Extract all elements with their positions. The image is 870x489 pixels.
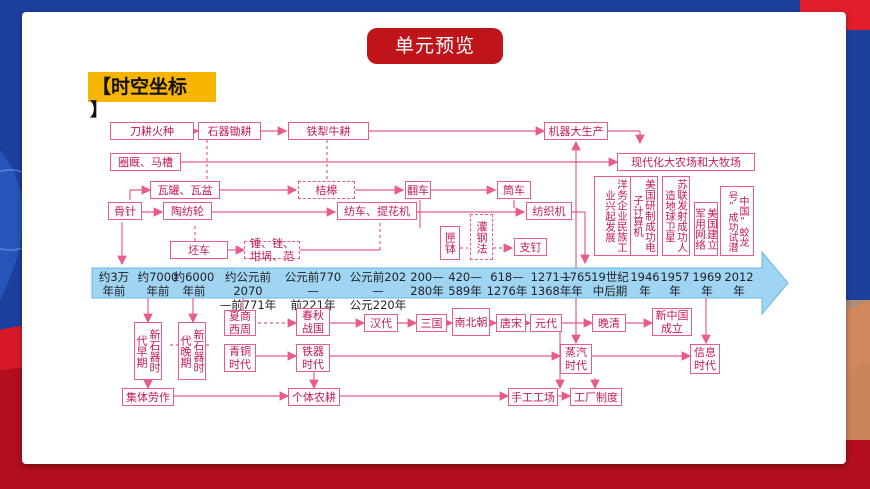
box-jiaolong: 中国“蛟龙号”成功试潜 [720, 186, 754, 256]
box-factory: 工厂制度 [570, 388, 622, 406]
box-neolithic-late: 新石器时代晚期 [178, 322, 206, 380]
box-steam-age: 蒸汽时代 [560, 344, 592, 374]
box-machine-production: 机器大生产 [544, 122, 608, 140]
box-pens: 圈厩、马槽 [110, 153, 181, 171]
timeline-label: 420—589年 [448, 270, 482, 298]
box-shaduf: 桔槔 [298, 181, 355, 199]
box-pottery: 瓦罐、瓦盆 [150, 181, 220, 199]
box-casting: 锤、锉、坩埚、范 [244, 237, 300, 263]
box-satellite: 苏联发射成功人造地球卫星 [662, 176, 690, 256]
box-waterwheel: 翻车 [405, 181, 431, 199]
box-loom: 纺车、提花机 [337, 202, 417, 220]
box-spring-autumn: 春秋战国 [296, 308, 330, 336]
box-neolithic-early: 新石器时代早期 [134, 322, 162, 380]
box-computer: 美国研制成功电子计算机 [630, 176, 658, 256]
box-north-south: 南北朝 [452, 308, 490, 336]
timeline-label: 公元前202—公元220年 [349, 270, 407, 312]
timeline-label: 200—280年 [410, 270, 444, 298]
timeline-label: 约公元前2070—前771年 [219, 270, 277, 312]
box-iron-plough: 铁犁牛耕 [288, 122, 369, 140]
timeline-arrow [91, 250, 789, 316]
timeline-label: 618—1276年 [486, 270, 528, 298]
box-spinning-machine: 纺织机 [526, 202, 572, 220]
box-spinning-wheel: 陶纺轮 [163, 202, 212, 220]
timeline-label: 1271—1368年 [530, 270, 572, 298]
page-title: 单元预览 [367, 28, 503, 64]
box-collective-labor: 集体劳作 [122, 388, 174, 406]
box-arpanet: 美国建立军用网络 [694, 202, 718, 256]
box-handicraft: 手工工场 [508, 388, 558, 406]
box-three-kingdoms: 三国 [416, 314, 447, 332]
section-label: 【时空坐标 [88, 72, 216, 102]
box-irrigation-law: 灌钢法 [470, 214, 493, 260]
timeline-label: 19世纪中后期 [591, 270, 629, 298]
timeline-label: 约3万年前 [98, 270, 130, 298]
box-tang-song: 唐宋 [496, 314, 526, 332]
box-bronze-age: 青铜时代 [224, 344, 256, 372]
box-chopsticks: 支钉 [514, 238, 547, 256]
box-stone-hoe: 石器锄耕 [198, 122, 261, 140]
box-casting-tin: 匣钵 [440, 226, 460, 260]
box-modern-farm: 现代化大农场和大牧场 [617, 153, 755, 171]
box-late-qing: 晚清 [592, 314, 626, 332]
box-slash-burn: 刀耕火种 [110, 122, 194, 140]
box-iron-age: 铁器时代 [296, 344, 330, 372]
box-kiln: 坯车 [170, 241, 228, 259]
timeline-label: 公元前770—前221年 [284, 270, 342, 312]
box-tube-wheel: 筒车 [497, 181, 531, 199]
box-bone-needle: 骨针 [108, 202, 142, 220]
box-info-age: 信息时代 [690, 344, 720, 374]
box-yuan: 元代 [530, 314, 562, 332]
box-individual-farming: 个体农耕 [288, 388, 340, 406]
section-label-tail: 】 [90, 100, 108, 121]
box-han: 汉代 [364, 314, 398, 332]
box-xia-shang: 夏商西周 [224, 310, 256, 336]
box-new-china: 新中国成立 [652, 308, 692, 336]
